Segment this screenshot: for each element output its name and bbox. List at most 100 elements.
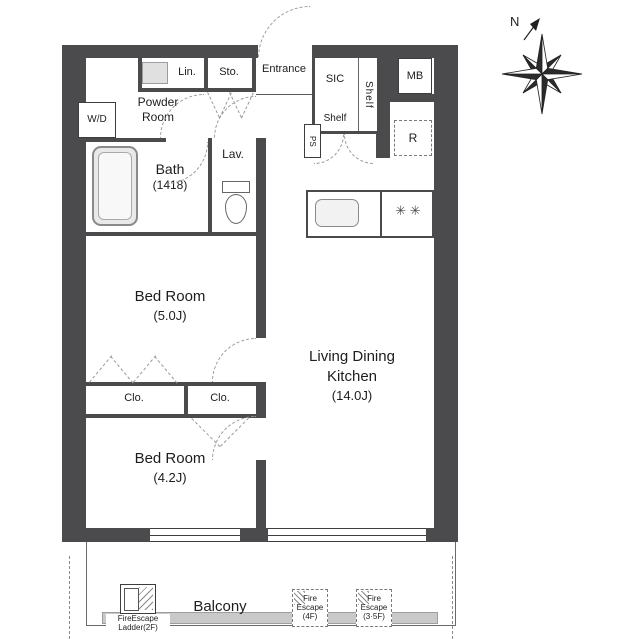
wall-bottom-c: [426, 528, 458, 542]
closet1-bifold-line: [154, 356, 178, 384]
bedroom2-door-arc: [212, 416, 256, 460]
partition-sic-bottom: [312, 131, 376, 134]
pipe-space-label: PS: [308, 135, 317, 147]
balcony-rail: [102, 612, 438, 624]
fire-escape-4f-hatch: [294, 591, 305, 605]
fire-escape-ladder-label-line1: FireEscape: [117, 614, 159, 623]
window-bedroom2: [150, 528, 240, 542]
closet1-bifold-line: [133, 355, 157, 383]
partition-storage-right: [252, 58, 256, 92]
storage-label: Sto.: [219, 66, 239, 78]
sic-shelf-side-label: Shelf: [363, 80, 374, 109]
fire-escape-4f-line1: Fire: [303, 594, 317, 603]
wall-ldk-west-upper: [256, 138, 266, 338]
closet1-bifold-line: [89, 355, 113, 383]
bathtub-inner: [98, 152, 132, 220]
window-glass-line: [150, 535, 240, 536]
lavatory-label: Lav.: [222, 147, 244, 161]
refrigerator-space: R: [394, 120, 432, 156]
partition-linen-west: [138, 58, 142, 92]
fire-escape-4f-label: Fire Escape (4F): [293, 594, 327, 621]
partition-linen-storage-bottom: [138, 88, 256, 92]
wall-bottom-b: [240, 528, 268, 542]
bathtub: [92, 146, 138, 226]
closet2-label: Clo.: [210, 392, 230, 404]
ldk-label-line3: (14.0J): [331, 388, 373, 403]
stove-divider: [380, 190, 382, 238]
lavatory-door-arc: [214, 96, 256, 138]
fire-escape-35f-line2: Escape: [360, 603, 388, 612]
partition-closet-bedroom2: [86, 414, 256, 418]
fire-escape-ladder-stripes: [139, 587, 153, 610]
compass-rose: N: [490, 8, 594, 120]
meter-box: MB: [398, 58, 432, 94]
refrigerator-label: R: [408, 130, 418, 145]
fire-escape-35f-line1: Fire: [367, 594, 381, 603]
partition-bath-lav: [208, 138, 212, 232]
fire-escape-ladder-label-line2: Ladder(2F): [118, 623, 158, 632]
balcony-outline: [86, 542, 456, 626]
wall-ldk-west-lower: [256, 460, 266, 530]
fire-escape-4f-box: Fire Escape (4F): [292, 589, 328, 627]
linen-label: Lin.: [178, 66, 196, 78]
fire-escape-ladder-hatch-box: [124, 588, 139, 611]
linen-shelf: [142, 62, 168, 84]
fire-escape-ladder-label: FireEscape Ladder(2F): [106, 614, 170, 632]
sic-shelf-bottom-label: Shelf: [323, 113, 347, 124]
compass-rose-graphic: N: [501, 14, 583, 115]
closet2-bifold-line: [191, 418, 221, 447]
bedroom1-door-arc: [212, 338, 256, 382]
wall-ldk-west-mid: [256, 382, 266, 418]
fire-escape-35f-label: Fire Escape (3·5F): [357, 594, 391, 621]
powder-room-label-line1: Powder: [137, 95, 179, 109]
fire-escape-4f-line3: (4F): [302, 612, 318, 621]
boundary-dash-right: [452, 556, 453, 639]
toilet-bowl: [225, 194, 247, 224]
window-balcony-door: [268, 528, 426, 542]
entrance-step-line: [256, 94, 312, 95]
wall-top-left: [62, 45, 258, 58]
window-glass-line: [268, 535, 426, 536]
partition-powder-right: [204, 58, 208, 92]
bedroom2-label-line2: (4.2J): [153, 470, 187, 485]
sic-label: SIC: [325, 73, 345, 85]
wall-mb-bottom: [390, 94, 434, 102]
storage-bifold-line: [207, 92, 220, 118]
fire-escape-35f-box: Fire Escape (3·5F): [356, 589, 392, 627]
meter-box-label: MB: [406, 69, 424, 82]
compass-north-label: N: [510, 14, 519, 29]
ldk-label-line1: Living Dining: [309, 348, 395, 365]
fire-escape-35f-line3: (3·5F): [363, 612, 385, 621]
bedroom1-label: Bed Room (5.0J): [110, 287, 230, 324]
wall-mb-left: [390, 58, 398, 102]
partition-bedroom1-closet: [86, 382, 256, 386]
fire-escape-4f-line2: Escape: [296, 603, 324, 612]
kitchen-sink: [315, 199, 359, 227]
washer-dryer-label: W/D: [87, 114, 107, 125]
fire-escape-ladder-icon: [120, 584, 156, 614]
sic-door-arc-left: [314, 134, 344, 164]
partition-lav-bedroom1: [86, 232, 266, 236]
entrance-door-arc: [258, 6, 310, 58]
closet1-bifold-line: [110, 356, 134, 384]
partition-sic-left: [312, 58, 315, 134]
entrance-label: Entrance: [261, 63, 307, 75]
wall-sic-right: [376, 58, 390, 158]
toilet-tank: [222, 181, 250, 193]
closet1-label: Clo.: [124, 392, 144, 404]
bedroom2-label-line1: Bed Room: [134, 450, 206, 467]
bedroom1-label-line1: Bed Room: [134, 288, 206, 305]
wall-right: [434, 58, 458, 542]
wall-top-right: [312, 45, 458, 58]
boundary-dash-left: [69, 556, 70, 639]
partition-powder-bath: [86, 138, 166, 142]
north-arrow-head: [530, 18, 540, 31]
wall-bottom-a: [62, 528, 150, 542]
bedroom2-label: Bed Room (4.2J): [110, 449, 230, 486]
stove-burner-icons: ✳ ✳: [395, 203, 421, 218]
sic-door-arc-right: [344, 134, 374, 164]
bedroom1-label-line2: (5.0J): [153, 308, 187, 323]
washer-dryer-box: W/D: [78, 102, 116, 138]
partition-closet-divider: [184, 386, 188, 418]
